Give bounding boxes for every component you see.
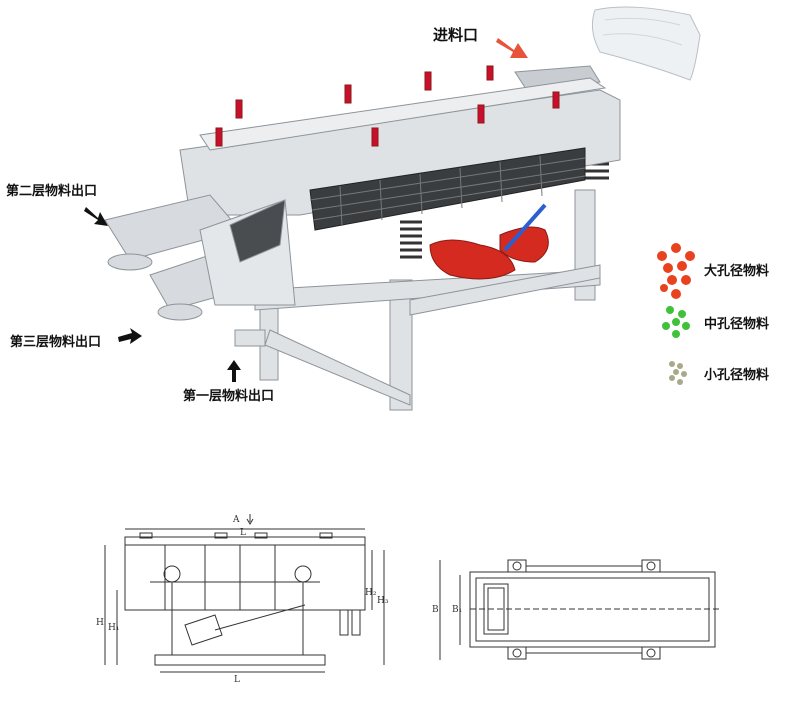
feed-inlet-label: 进料口	[433, 26, 479, 44]
top-view-drawing	[439, 559, 720, 660]
arrow-layer2-icon	[84, 207, 108, 226]
clamp-handles	[215, 65, 560, 147]
legend-medium-dots	[662, 306, 690, 338]
support-frame	[234, 189, 601, 411]
arrow-layer3-icon	[118, 328, 142, 344]
legend-small-dots	[669, 361, 687, 385]
side-elevation-drawing	[104, 514, 385, 673]
discharge-chutes	[104, 194, 296, 321]
outlet-layer2-label: 第二层物料出口	[6, 184, 98, 199]
outlet-layer3-label: 第三层物料出口	[10, 335, 102, 350]
vibration-motor	[429, 203, 549, 280]
screen-body	[179, 77, 621, 231]
feed-bag-image	[591, 6, 701, 81]
legend-medium-label: 中孔径物料	[704, 317, 770, 332]
legend-small-label: 小孔径物料	[704, 368, 770, 383]
legend-large-label: 大孔径物料	[704, 264, 770, 279]
outlet-layer1-label: 第一层物料出口	[183, 389, 275, 404]
outlet-arrows	[84, 207, 241, 382]
arrow-layer1-icon	[227, 360, 241, 382]
legend-large-dots	[657, 243, 695, 299]
feed-arrow-icon	[496, 38, 528, 58]
